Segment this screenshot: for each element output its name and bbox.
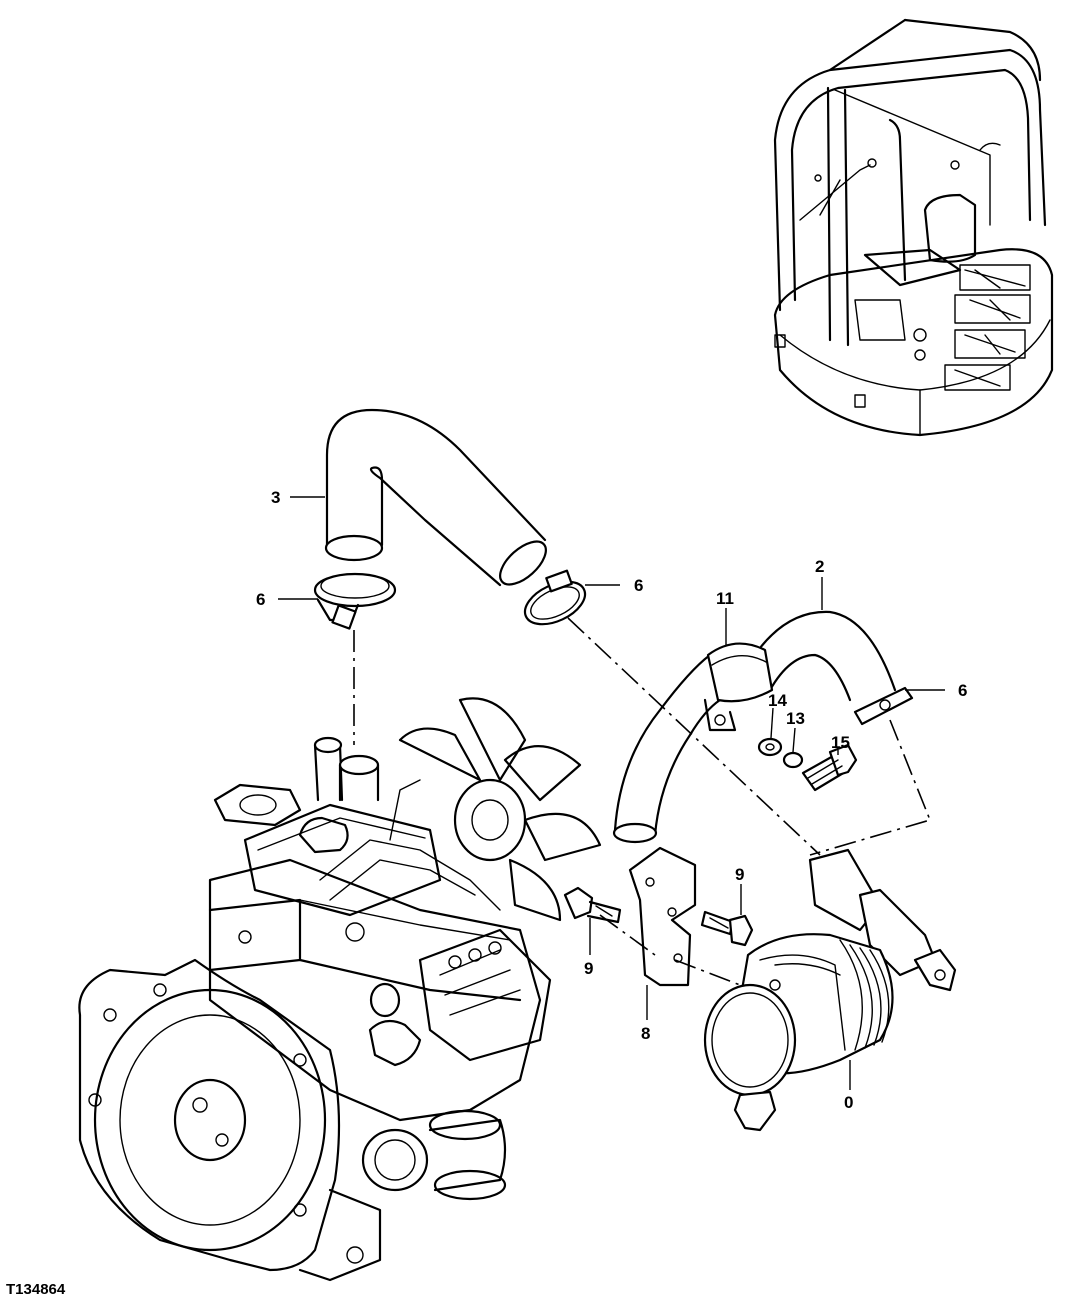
- air-cleaner-assembly: [703, 848, 957, 1132]
- bolt-9-right: [700, 910, 754, 947]
- callout-label-11: 11: [716, 589, 734, 608]
- callout-label-15: 15: [831, 733, 850, 752]
- callout-6-right: 6: [585, 576, 643, 595]
- callout-label-14: 14: [768, 691, 787, 710]
- callout-label-0: 0: [844, 1093, 853, 1112]
- callout-9-left: 9: [584, 918, 593, 978]
- callout-6-lower: 6: [905, 681, 967, 700]
- cooling-fan: [398, 697, 602, 922]
- callout-label-9-left: 9: [584, 959, 593, 978]
- machine-overview-illustration: [773, 18, 1054, 437]
- callout-15: 15: [831, 733, 850, 755]
- callout-3: 3: [271, 488, 325, 507]
- bolt-9-left: [563, 886, 622, 924]
- assembly-center-lines: [353, 617, 932, 986]
- figure-id: T134864: [6, 1281, 66, 1298]
- callout-9-right: 9: [735, 865, 744, 915]
- callout-13: 13: [786, 709, 805, 753]
- hose-clamp-lower: [853, 686, 914, 726]
- callout-label-6-lower: 6: [958, 681, 967, 700]
- upper-intake-hose: [324, 408, 547, 587]
- hose-clamp-right: [523, 569, 587, 626]
- callout-label-13: 13: [786, 709, 805, 728]
- lock-washer-13: [782, 751, 804, 769]
- bolt-15: [801, 743, 858, 792]
- lower-intake-hose: [612, 610, 897, 844]
- callout-2: 2: [815, 557, 824, 610]
- callout-label-3: 3: [271, 488, 280, 507]
- engine-assembly: [78, 697, 602, 1282]
- washer-14: [757, 737, 783, 757]
- callout-8: 8: [641, 985, 650, 1043]
- callout-label-6-left: 6: [256, 590, 265, 609]
- callout-label-6-right: 6: [634, 576, 643, 595]
- bracket-8: [628, 846, 697, 987]
- callout-label-2: 2: [815, 557, 824, 576]
- callout-11: 11: [716, 589, 734, 645]
- callout-6-left: 6: [256, 590, 318, 609]
- callout-label-8: 8: [641, 1024, 650, 1043]
- callout-0: 0: [844, 1060, 853, 1112]
- callout-label-9-right: 9: [735, 865, 744, 884]
- callout-14: 14: [768, 691, 787, 739]
- hose-clamp-left: [313, 572, 397, 630]
